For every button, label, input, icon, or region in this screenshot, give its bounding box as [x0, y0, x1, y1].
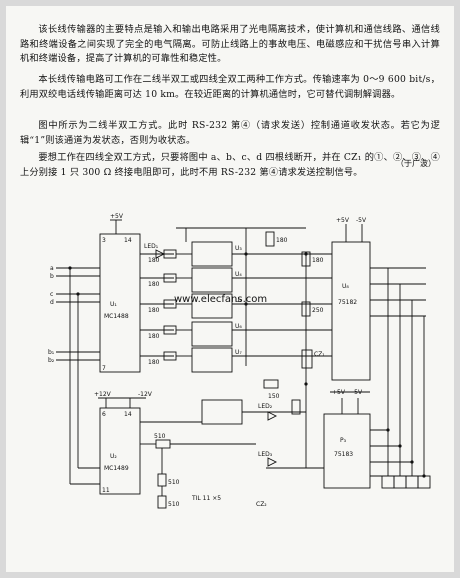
supply-label-7: -5V: [352, 389, 363, 396]
resistor-label-9: 510: [168, 479, 180, 486]
resistor-label-6: 180: [276, 237, 288, 244]
pin-label-3: 7: [102, 365, 106, 372]
input-label-c: c: [50, 291, 53, 298]
input-label-b1: b₁: [48, 349, 55, 356]
document-page: 该长线传输器的主要特点是输入和输出电路采用了光电隔离技术，使计算机和通信线路、通…: [6, 6, 454, 572]
paragraph-features: 该长线传输器的主要特点是输入和输出电路采用了光电隔离技术，使计算机和通信线路、通…: [20, 24, 440, 64]
resistor-label-3: 180: [148, 307, 160, 314]
supply-label-4: +5V: [336, 217, 350, 224]
led-label-1: LED₁: [144, 243, 159, 250]
supply-label-3: -12V: [138, 391, 153, 398]
pin-label-5: 6: [102, 411, 106, 418]
ic-u1-part: MC1488: [104, 313, 129, 320]
circuit-diagram: U₁ MC1488 U₂ MC1489 U₈ 75182 P₃ 75183 U₃…: [48, 213, 431, 509]
resistor-label-2: 180: [148, 281, 160, 288]
input-label-b2: b₂: [48, 357, 55, 364]
ic-u2-designator: U₂: [110, 453, 117, 460]
ic-u2-box: [99, 407, 141, 495]
ic-p3-part: 75183: [334, 451, 353, 458]
ic-u1-box: [99, 233, 141, 373]
pin-label-6: 11: [102, 487, 110, 494]
resistor-label-5: 180: [148, 359, 160, 366]
ic-u8-designator: U₈: [342, 283, 349, 290]
supply-label-1: +5V: [110, 213, 124, 220]
pin-label-4: 14: [124, 411, 132, 418]
supply-label-6: +5V: [332, 389, 346, 396]
opto-label-4: U₆: [235, 323, 242, 330]
figure-label: TIL 11 ×5: [191, 495, 221, 502]
pin-label-1: 14: [124, 237, 132, 244]
ic-p3-designator: P₃: [340, 437, 347, 444]
input-label-a: a: [50, 265, 54, 272]
input-label-b: b: [50, 273, 54, 280]
opto-label-1: U₃: [235, 245, 242, 252]
led-label-3: LED₃: [258, 451, 273, 458]
ic-u8-part: 75182: [338, 299, 357, 306]
resistor-label-4: 180: [148, 333, 160, 340]
opto-label-2: U₄: [235, 271, 242, 278]
supply-label-2: +12V: [94, 391, 112, 398]
ic-u2-part: MC1489: [104, 465, 129, 472]
author-credit: （于广波）: [396, 159, 436, 168]
pin-label-2: 3: [102, 237, 106, 244]
resistor-label-1: 180: [148, 257, 160, 264]
resistor-label-10: 510: [168, 501, 180, 508]
watermark-text: www.elecfans.com: [174, 294, 267, 305]
paragraph-modes: 本长线传输电路可工作在二线半双工或四线全双工两种工作方式。传输速率为 0～9 6…: [20, 74, 440, 100]
resistor-label-7: 180: [312, 257, 324, 264]
connector-label-2: CZ₂: [256, 501, 267, 508]
resistor-label-8: 150: [268, 393, 280, 400]
connector-label-1: CZ₁: [314, 351, 325, 358]
paragraph-full-duplex: 要想工作在四线全双工方式，只要将图中 a、b、c、d 四根线断开，并在 CZ₁ …: [20, 152, 440, 178]
input-label-d: d: [50, 299, 54, 306]
resistor-label-11: 510: [154, 433, 166, 440]
resistor-label-12: 250: [312, 307, 324, 314]
ic-u1-designator: U₁: [110, 301, 117, 308]
ic-u8-box: [331, 241, 371, 381]
supply-label-5: -5V: [356, 217, 367, 224]
ic-p3-box: [323, 413, 371, 489]
opto-label-5: U₇: [235, 349, 242, 356]
paragraph-half-duplex: 图中所示为二线半双工方式。此时 RS-232 第④（请求发送）控制通道收发状态。…: [20, 120, 440, 146]
led-label-2: LED₂: [258, 403, 273, 410]
opto-label-3: U₅: [235, 297, 242, 304]
